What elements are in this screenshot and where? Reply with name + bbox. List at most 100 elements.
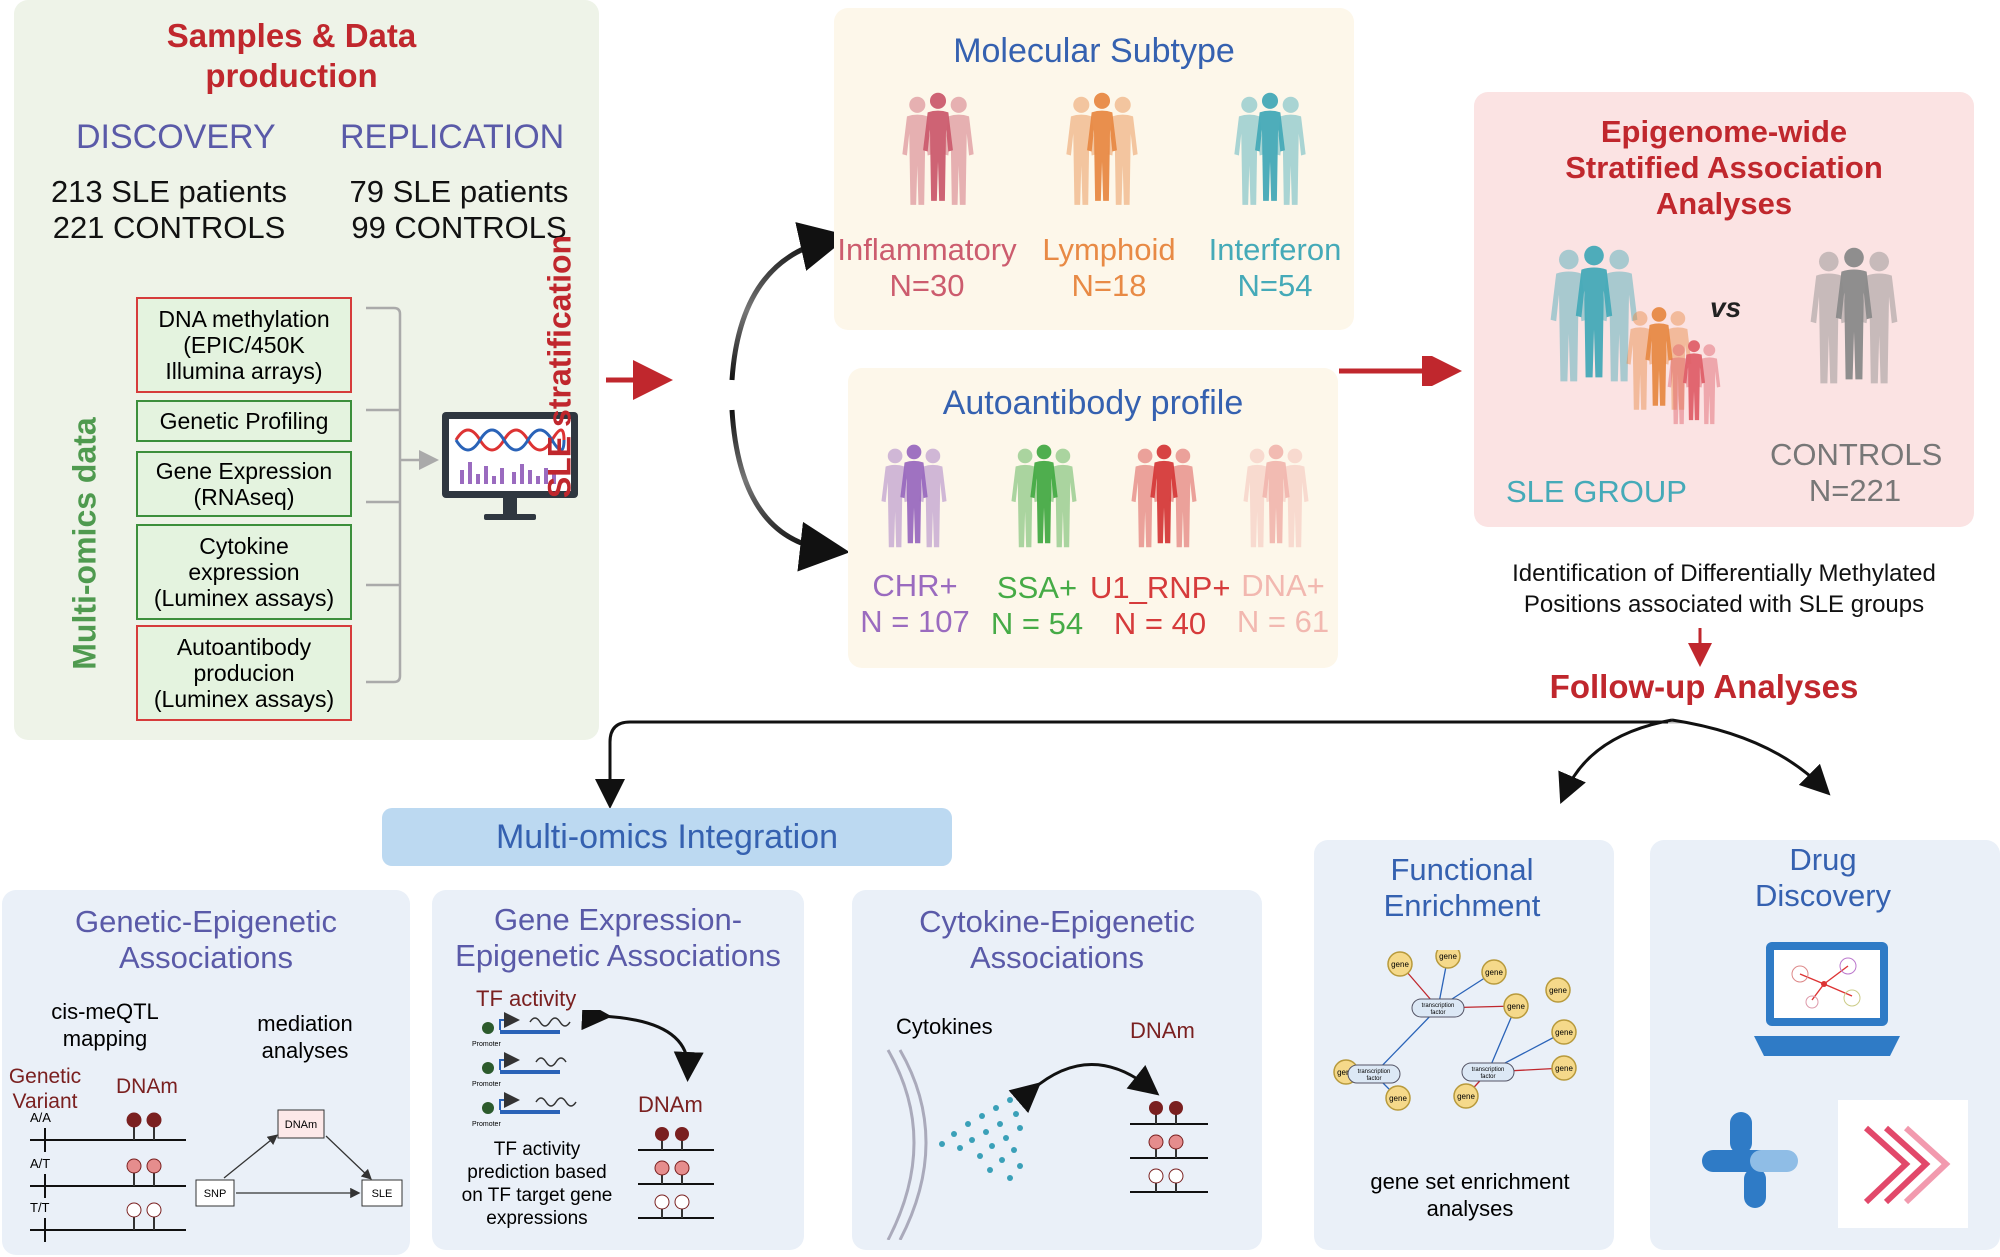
network-edge (1373, 1007, 1439, 1075)
promoter-row-1: Promoter (472, 1012, 571, 1048)
autoantibody-label-u1rnp: U1_RNP+N = 40 (1090, 570, 1231, 641)
molecular-person-interferon-front (1255, 92, 1285, 201)
gene-node (1387, 951, 1413, 977)
gene-node (1385, 1085, 1411, 1111)
gene-node-label: gene (1485, 968, 1503, 977)
arrow-to-followup (1688, 628, 1712, 667)
arrow-to-stratification (606, 360, 673, 400)
gene-expression-title: Gene Expression-Epigenetic Associations (455, 902, 781, 973)
ewas-person-lymphoid-front (1645, 307, 1673, 406)
genetic-dnam-label: DNAm (116, 1075, 178, 1098)
ewas-person-interferon-front (1575, 245, 1613, 378)
replication-patients: 79 SLE patients (349, 174, 569, 209)
sle-box: SLE (372, 1188, 393, 1200)
tf-node (1411, 998, 1465, 1018)
tf-node-label: factor (1366, 1076, 1381, 1082)
samples-title-line1: Samples & Data (166, 17, 417, 54)
svg-text:Promoter: Promoter (472, 1121, 501, 1128)
genetic-profiling-box: Genetic Profiling (136, 400, 352, 442)
ewas-person-controls-front (1835, 247, 1873, 380)
gene-node-label: gene (1391, 960, 1409, 969)
autoantibody-label-dna: DNA+N = 61 (1236, 568, 1330, 639)
vs-label: vs (1710, 292, 1742, 323)
dnam-box: DNAm (285, 1119, 317, 1131)
autoantibody-person-1-front (1030, 444, 1058, 544)
multiomics-label: Multi-omics data (66, 417, 103, 670)
gene-node (1435, 950, 1461, 969)
promoter-diagram: Promoter Promoter Promoter (472, 1010, 704, 1128)
gene-node (1545, 977, 1571, 1003)
functional-panel (1314, 840, 1614, 1250)
drug-logo-blue (1702, 1112, 1798, 1208)
stratification-arrows (729, 222, 850, 572)
autoantibody-person-0-front (900, 444, 928, 544)
svg-text:Promoter: Promoter (472, 1041, 501, 1048)
snp-box: SNP (204, 1188, 227, 1200)
sle-group-label: SLE GROUP (1506, 474, 1687, 509)
discovery-controls: 221 CONTROLS (52, 210, 286, 245)
autoantibody-person-2-front (1150, 444, 1178, 544)
stratification-label: SLE stratification (541, 234, 578, 499)
gene-node (1503, 993, 1529, 1019)
tf-node (1461, 1062, 1515, 1082)
gene-node-label: gene (1457, 1092, 1475, 1101)
discovery-label: DISCOVERY (76, 118, 276, 156)
molecular-person-inflammatory-front (923, 92, 953, 201)
ewas-people (1550, 245, 1898, 425)
identification-text: Identification of Differentially Methyla… (1512, 560, 1936, 618)
autoantibody-label-ssa: SSA+N = 54 (990, 570, 1084, 641)
tf-node (1347, 1064, 1401, 1084)
svg-text:Promoter: Promoter (472, 1081, 501, 1088)
tf-node-label: transcription (1472, 1067, 1505, 1073)
tf-node-label: factor (1430, 1010, 1445, 1016)
followup-arrows (595, 718, 1831, 809)
gene-node-label: gene (1555, 1028, 1573, 1037)
replication-controls: 99 CONTROLS (351, 210, 567, 245)
autoantibody-label-chr: CHR+N = 107 (860, 568, 970, 639)
gene-node (1481, 959, 1507, 985)
tf-node-label: factor (1480, 1074, 1495, 1080)
molecular-person-lymphoid-front (1087, 92, 1117, 201)
gene-node-label: gene (1389, 1094, 1407, 1103)
omics-bracket (366, 306, 439, 684)
tf-activity-label: TF activity (476, 986, 577, 1011)
autoantibody-people (881, 444, 1309, 548)
promoter-row-2: Promoter (472, 1052, 567, 1088)
samples-title: Samples & Data production (14, 16, 569, 96)
gene-node-label: gene (1507, 1002, 1525, 1011)
autoantibody-title: Autoantibody profile (942, 384, 1244, 422)
followup-title: Follow-up Analyses (1549, 668, 1859, 705)
molecular-people (902, 92, 1306, 205)
gene-expr-dnam-icon (638, 1127, 714, 1219)
gene-expr-dnam-label: DNAm (638, 1092, 703, 1117)
gene-node-label: gene (1439, 952, 1457, 961)
replication-counts: 79 SLE patients 99 CONTROLS (334, 174, 584, 246)
tf-node-label: transcription (1422, 1003, 1455, 1009)
cytokine-dots (939, 1097, 1023, 1181)
cytokine-diagram (886, 1049, 1208, 1240)
laptop-icon (1754, 942, 1900, 1056)
cytokines-label: Cytokines (896, 1014, 993, 1039)
meqtl-diagram: A/A A/T T/T SNP DNAm SLE (30, 1109, 403, 1242)
cytokine-dnam-label: DNAm (1130, 1018, 1195, 1043)
samples-title-line2: production (205, 57, 378, 94)
gene-node-label: gene (1337, 1068, 1355, 1077)
arrow-to-ewas (1339, 356, 1462, 386)
replication-label: REPLICATION (340, 118, 565, 156)
